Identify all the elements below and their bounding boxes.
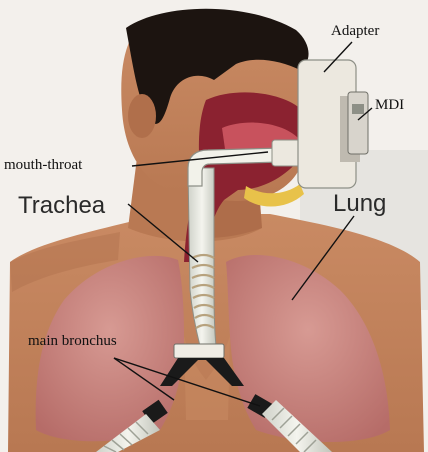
mdi-label: MDI <box>375 98 404 113</box>
trachea-label: Trachea <box>18 194 105 218</box>
main-bronchus-label: main bronchus <box>28 334 117 349</box>
mdi-cap <box>352 104 364 114</box>
ear <box>128 94 156 138</box>
lung-label: Lung <box>333 192 386 216</box>
bronchus-connector <box>174 344 224 358</box>
adapter-label: Adapter <box>331 24 379 39</box>
mdi-canister <box>348 92 368 154</box>
mouth-throat-label: mouth-throat <box>4 158 82 173</box>
